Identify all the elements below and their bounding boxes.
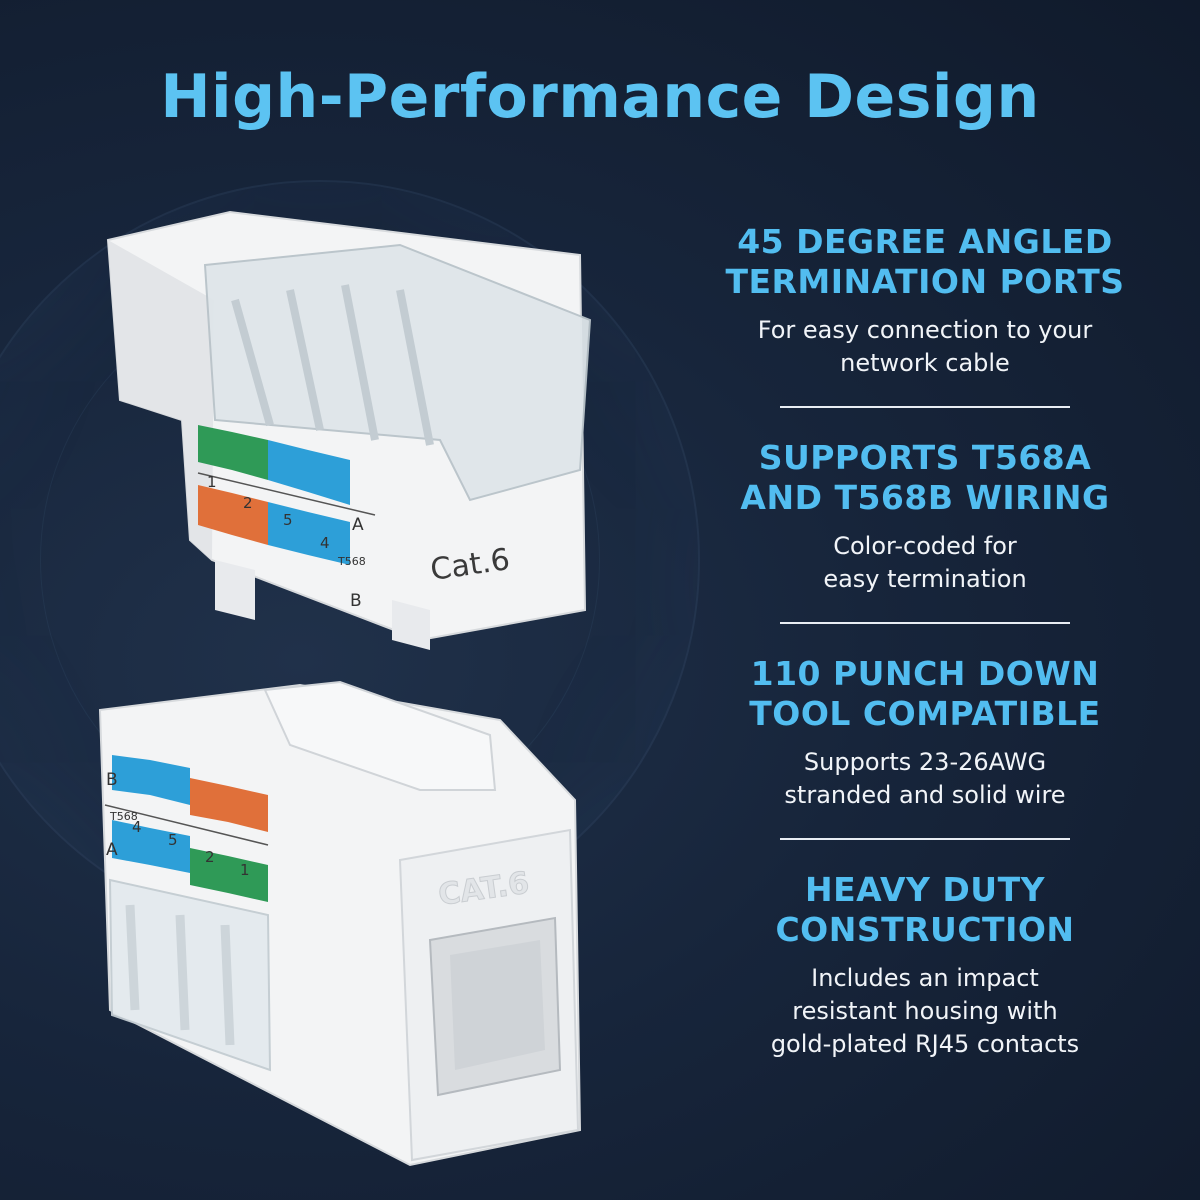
feature-description-line: resistant housing with (792, 997, 1058, 1025)
bottom-pin-2: 2 (205, 848, 215, 866)
divider (780, 622, 1070, 624)
bottom-pin-4: 4 (132, 818, 142, 836)
top-pin-5: 5 (283, 511, 293, 529)
feature-wiring-support: SUPPORTS T568A AND T568B WIRING Color-co… (700, 438, 1150, 596)
feature-punch-down: 110 PUNCH DOWN TOOL COMPATIBLE Supports … (700, 654, 1150, 812)
feature-heavy-duty: HEAVY DUTY CONSTRUCTION Includes an impa… (700, 870, 1150, 1061)
top-pin-4: 4 (320, 534, 330, 552)
top-pin-1: 1 (207, 473, 217, 491)
top-standard-label: T568 (337, 555, 366, 568)
feature-description: Includes an impact resistant housing wit… (700, 962, 1150, 1061)
feature-heading: 45 DEGREE ANGLED TERMINATION PORTS (700, 222, 1150, 302)
feature-heading-line: 110 PUNCH DOWN (750, 654, 1100, 693)
feature-description: For easy connection to your network cabl… (700, 314, 1150, 380)
feature-description-line: network cable (840, 349, 1010, 377)
feature-heading-line: AND T568B WIRING (740, 478, 1110, 517)
feature-list: 45 DEGREE ANGLED TERMINATION PORTS For e… (700, 222, 1150, 1061)
bottom-pin-5: 5 (168, 831, 178, 849)
feature-heading: HEAVY DUTY CONSTRUCTION (700, 870, 1150, 950)
bottom-wiring-a: A (106, 840, 118, 860)
bottom-pin-1: 1 (240, 861, 250, 879)
top-wiring-b: B (350, 591, 362, 611)
feature-description: Supports 23-26AWG stranded and solid wir… (700, 746, 1150, 812)
feature-heading-line: CONSTRUCTION (775, 910, 1075, 949)
feature-description-line: Includes an impact (811, 964, 1039, 992)
feature-heading: SUPPORTS T568A AND T568B WIRING (700, 438, 1150, 518)
feature-heading: 110 PUNCH DOWN TOOL COMPATIBLE (700, 654, 1150, 734)
divider (780, 838, 1070, 840)
feature-description-line: stranded and solid wire (784, 781, 1066, 809)
keystone-jack-top-image: 1 2 5 4 T568 A B Cat.6 (106, 210, 592, 650)
divider (780, 406, 1070, 408)
feature-angled-ports: 45 DEGREE ANGLED TERMINATION PORTS For e… (700, 222, 1150, 380)
bottom-wiring-b: B (106, 770, 118, 790)
feature-heading-line: 45 DEGREE ANGLED (737, 222, 1113, 261)
feature-description: Color-coded for easy termination (700, 530, 1150, 596)
page-title: High-Performance Design (160, 62, 1040, 132)
feature-heading-line: SUPPORTS T568A (758, 438, 1092, 477)
feature-heading-line: TERMINATION PORTS (725, 262, 1125, 301)
feature-heading-line: TOOL COMPATIBLE (749, 694, 1101, 733)
feature-description-line: Supports 23-26AWG (803, 748, 1047, 776)
feature-description-line: For easy connection to your (757, 316, 1093, 344)
feature-heading-line: HEAVY DUTY (805, 870, 1045, 909)
feature-description-line: gold-plated RJ45 contacts (770, 1030, 1080, 1058)
keystone-jack-bottom-image: CAT.6 B A T568 1 2 5 4 (98, 680, 582, 1167)
feature-description-line: Color-coded for (833, 532, 1017, 560)
top-pin-2: 2 (243, 494, 253, 512)
bottom-standard-label: T568 (109, 810, 138, 823)
keystone-jack-illustrations: 1 2 5 4 T568 A B Cat.6 CAT.6 (98, 210, 592, 1167)
top-wiring-a: A (352, 515, 364, 535)
feature-description-line: easy termination (823, 565, 1027, 593)
